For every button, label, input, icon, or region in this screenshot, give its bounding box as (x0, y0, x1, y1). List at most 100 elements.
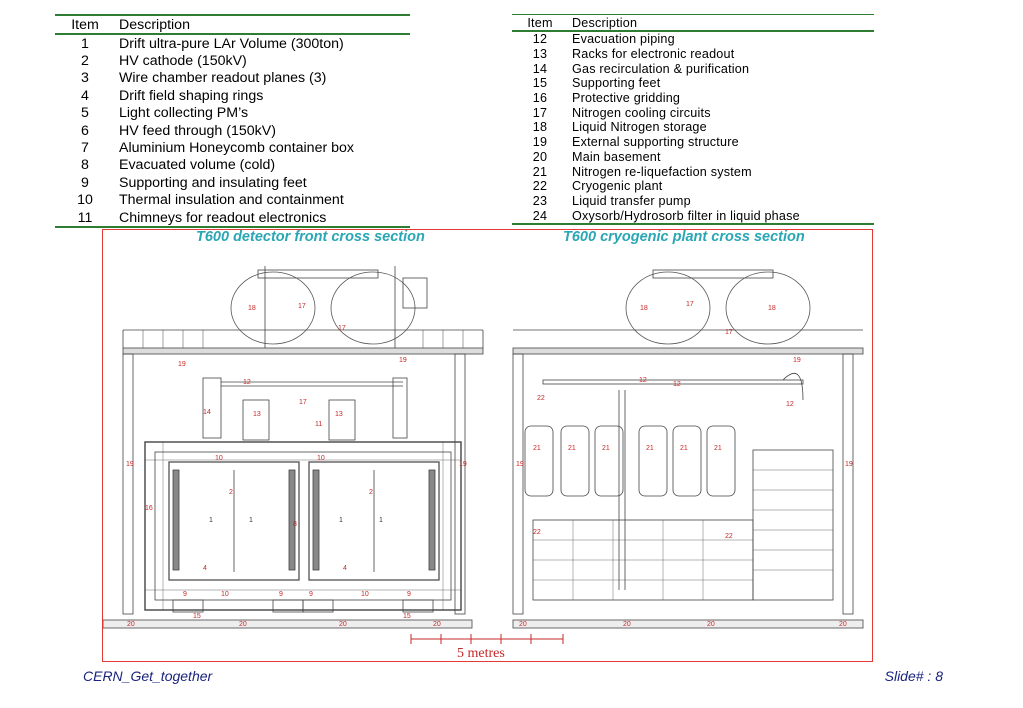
svg-text:15: 15 (403, 613, 411, 620)
svg-text:21: 21 (533, 445, 541, 452)
legend-row: 11 Chimneys for readout electronics (55, 209, 410, 226)
svg-text:18: 18 (640, 305, 648, 312)
legend-item-description: Nitrogen cooling circuits (572, 105, 711, 120)
svg-text:17: 17 (686, 301, 694, 308)
legend-header-item: Item (527, 15, 553, 30)
legend-header-row: Item Description (55, 16, 410, 33)
svg-text:4: 4 (343, 565, 347, 572)
svg-text:11: 11 (315, 421, 322, 428)
legend-item-number: 12 (532, 32, 548, 47)
svg-text:20: 20 (839, 621, 847, 628)
legend-rule-top (55, 14, 410, 16)
legend-rule-bottom (55, 226, 410, 229)
svg-text:8: 8 (293, 521, 297, 528)
legend-item-description: Liquid transfer pump (572, 193, 691, 208)
legend-item-description: Evacuated volume (cold) (119, 157, 276, 174)
svg-text:20: 20 (433, 621, 441, 628)
legend-header-description: Description (119, 16, 190, 33)
legend-rule-header (512, 30, 874, 32)
legend-item-description: Chimneys for readout electronics (119, 209, 327, 226)
legend-item-description: HV feed through (150kV) (119, 122, 276, 139)
svg-text:9: 9 (279, 591, 283, 598)
legend-item-description: Thermal insulation and containment (119, 192, 344, 209)
legend-item-number: 11 (77, 209, 93, 226)
svg-text:21: 21 (602, 445, 610, 452)
front-section-caption: T600 detector front cross section (196, 229, 425, 245)
svg-text:20: 20 (339, 621, 347, 628)
legend-item-description: Wire chamber readout planes (3) (119, 70, 327, 87)
svg-text:10: 10 (317, 455, 325, 462)
reliquefaction-vessels (524, 425, 736, 497)
legend-item-description: Cryogenic plant (572, 179, 663, 194)
svg-text:1: 1 (379, 517, 383, 524)
legend-row: 23 Liquid transfer pump (512, 194, 874, 209)
legend-item-description: Drift ultra-pure LAr Volume (300ton) (119, 35, 344, 52)
figure-frame (102, 229, 873, 662)
svg-text:20: 20 (707, 621, 715, 628)
svg-text:19: 19 (178, 361, 186, 368)
svg-text:17: 17 (725, 329, 733, 336)
svg-text:10: 10 (215, 455, 223, 462)
legend-item-number: 23 (532, 193, 548, 208)
svg-text:1: 1 (249, 517, 253, 524)
legend-item-description: Supporting feet (572, 76, 661, 91)
plant-cross-section (512, 269, 864, 629)
legend-item-number: 4 (81, 87, 89, 104)
legend-item-description: Gas recirculation & purification (572, 61, 750, 76)
svg-text:9: 9 (309, 591, 313, 598)
plant-section-caption: T600 cryogenic plant cross section (563, 229, 805, 245)
svg-text:14: 14 (203, 409, 211, 416)
legend-item-number: 10 (77, 192, 93, 209)
svg-text:21: 21 (714, 445, 722, 452)
svg-text:19: 19 (459, 461, 467, 468)
legend-item-number: 16 (532, 91, 548, 106)
legend-item-description: HV cathode (150kV) (119, 53, 247, 70)
legend-item-number: 19 (532, 135, 548, 150)
svg-text:13: 13 (253, 411, 261, 418)
legend-item-number: 21 (532, 164, 548, 179)
svg-text:16: 16 (145, 505, 153, 512)
svg-text:22: 22 (725, 533, 733, 540)
legend-item-description: Supporting and insulating feet (119, 174, 307, 191)
svg-text:9: 9 (183, 591, 187, 598)
svg-text:19: 19 (516, 461, 524, 468)
legend-item-number: 3 (81, 70, 89, 87)
legend-item-description: Drift field shaping rings (119, 87, 264, 104)
svg-text:12: 12 (673, 381, 681, 388)
legend-item-number: 24 (532, 208, 548, 223)
legend-row: 6 HV feed through (150kV) (55, 122, 410, 139)
scale-bar (410, 634, 564, 644)
legend-item-number: 9 (81, 174, 89, 191)
svg-text:12: 12 (786, 401, 794, 408)
legend-item-description: Aluminium Honeycomb container box (119, 140, 354, 157)
svg-text:9: 9 (407, 591, 411, 598)
legend-header-item: Item (71, 16, 99, 33)
svg-text:1: 1 (339, 517, 343, 524)
legend-item-description: Light collecting PM’s (119, 105, 249, 122)
legend-item-number: 17 (532, 105, 548, 120)
svg-text:15: 15 (193, 613, 201, 620)
svg-text:19: 19 (793, 357, 801, 364)
svg-text:1: 1 (209, 517, 213, 524)
svg-text:4: 4 (203, 565, 207, 572)
legend-item-number: 5 (81, 105, 89, 122)
legend-item-number: 6 (81, 122, 89, 139)
svg-text:2: 2 (369, 489, 373, 496)
svg-text:19: 19 (126, 461, 134, 468)
legend-item-number: 14 (532, 61, 548, 76)
